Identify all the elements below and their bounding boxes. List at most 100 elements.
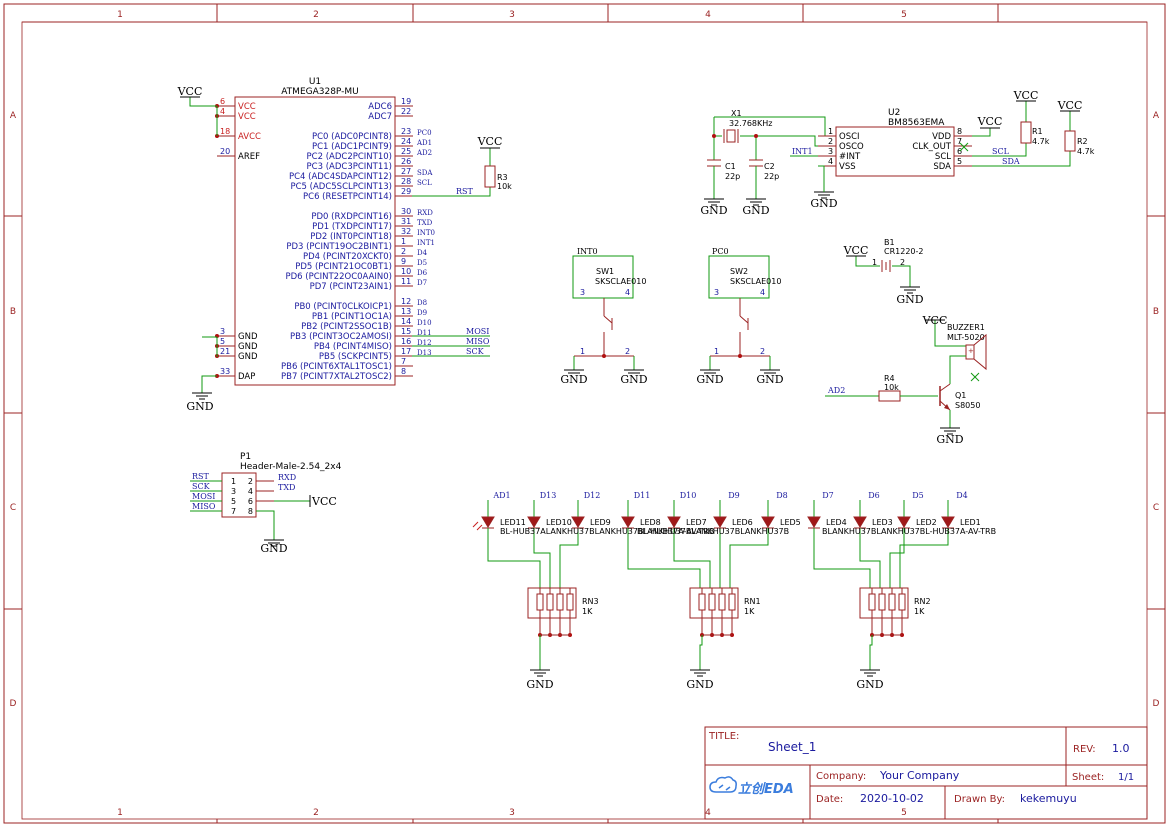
led-net-label: D4 [956, 491, 968, 500]
q1-transistor[interactable]: Q1 S8050 GND [936, 383, 980, 446]
u1-net-label: D7 [417, 279, 427, 287]
frame-row-label-right: A [1153, 111, 1160, 121]
led-diode [897, 516, 911, 528]
u1-right-pin-name: PD1 (TXDPCINT17) [312, 222, 392, 232]
r2-resistor[interactable]: R2 4.7k [1064, 130, 1095, 156]
net-label-rst: RST [456, 187, 474, 196]
rn-ref: RN2 [914, 597, 931, 606]
u2-right-pin-name: SDA [933, 162, 951, 172]
u1-right-pin-name: PD4 (PCINT20XCKT0) [303, 252, 392, 262]
gnd-label-q1: GND [936, 433, 963, 446]
u1-right-pin-name: PB1 (PCINT1OC1A) [312, 312, 392, 322]
u1-right-pin-num: 2 [401, 247, 406, 256]
rev-label: REV: [1073, 744, 1096, 755]
u1-right-pin-name: PD6 (PCINT22OC0AAIN0) [285, 272, 392, 282]
p1-header[interactable]: P1 Header-Male-2.54_2x4 1RST3SCK5MOSI7MI… [190, 452, 342, 555]
u1-right-pin-num: 26 [401, 157, 411, 166]
sw2-switch[interactable]: PC0 SW2 SKSCLAE010 3 4 1 2 GND GND [696, 247, 783, 386]
rn-element [878, 593, 886, 611]
p1-left-net: MOSI [192, 492, 215, 501]
p1-left-pin-num: 1 [231, 477, 236, 486]
u1-left-pin-name: VCC [238, 112, 256, 122]
p1-right-net: RXD [278, 473, 296, 482]
led-diode [853, 516, 867, 528]
led-net-label: D7 [822, 491, 834, 500]
u1-left-pin-num: 5 [220, 337, 225, 346]
r4-resistor[interactable]: R4 10k AD2 [825, 374, 938, 402]
sw1-switch[interactable]: INT0 SW1 SKSCLAE010 3 4 1 2 GND GND [560, 247, 647, 386]
rn-ref: RN1 [744, 597, 761, 606]
u2-right-pin-num: 5 [957, 157, 962, 166]
gnd-label-sw2b: GND [756, 373, 783, 386]
u2-ref: U2 [888, 108, 900, 118]
gnd-label-u2: GND [810, 197, 837, 210]
frame-row-label-right: C [1153, 503, 1159, 513]
u1-net-label: D12 [417, 339, 432, 347]
u1-right-pin-name: PD0 (RXDPCINT16) [311, 212, 392, 222]
led-route-wire [487, 536, 541, 588]
u1-microcontroller[interactable]: U1 ATMEGA328P-MU 6VCC4VCC18AVCC20AREF3GN… [215, 77, 435, 386]
r3-resistor[interactable]: VCC R3 10k RST [412, 135, 512, 197]
buzzer-ref: BUZZER1 [947, 323, 985, 332]
gnd-symbol-u1: GND [186, 392, 214, 413]
buzzer1[interactable]: BUZZER1 MLT-5020 VCC + [922, 314, 987, 384]
u1-left-pin-name: VCC [238, 102, 256, 112]
u2-right-pin-name: VDD [932, 132, 951, 142]
frame-col-label-bottom: 4 [705, 808, 711, 818]
i2c-pullups: VCC VCC VCC SCL SDA [959, 89, 1082, 167]
sw1-pin1: 1 [580, 347, 585, 356]
logo-text: 立创EDA [738, 781, 794, 797]
u1-right-pin-num: 28 [401, 177, 411, 186]
u1-left-pin-num: 4 [220, 107, 225, 116]
r4-ref: R4 [884, 374, 895, 383]
led-emit-arrow [476, 524, 483, 531]
u1-right-pin-num: 29 [401, 187, 411, 196]
x1-ref: X1 [731, 109, 742, 118]
gnd-label-b1: GND [896, 293, 923, 306]
q1-ref: Q1 [955, 391, 966, 400]
drawn-value: kekemuyu [1020, 792, 1077, 805]
u1-left-pin-num: 20 [220, 147, 230, 156]
gnd-label: GND [686, 678, 713, 691]
frame-col-label: 4 [705, 10, 711, 20]
u1-right-pin-num: 30 [401, 207, 411, 216]
c2-value: 22p [764, 172, 779, 181]
r1-resistor[interactable]: R1 4.7k [1020, 121, 1050, 146]
r1-ref: R1 [1032, 127, 1043, 136]
x1-crystal[interactable]: X1 32.768KHz [723, 109, 772, 143]
frame-col-label-bottom: 1 [117, 808, 123, 818]
led-diode [527, 516, 541, 528]
rn-value: 1K [744, 607, 755, 616]
u1-net-label: SCL [417, 179, 432, 187]
b1-battery[interactable]: B1 CR1220-2 VCC 1 2 GND [843, 238, 924, 306]
frame-row-label-right: B [1153, 307, 1159, 317]
u1-net-label: RXD [417, 209, 433, 217]
led-ref: LED5 [780, 518, 801, 527]
u1-net-label: D6 [417, 269, 428, 277]
rn-element [698, 593, 706, 611]
u1-right-pin-name: PC0 (ADC0PCINT8) [312, 132, 392, 142]
rn-element [888, 593, 896, 611]
led-route-wire [559, 540, 579, 588]
frame-row-label: B [10, 307, 16, 317]
rn-element [718, 593, 726, 611]
led-net-label: D8 [776, 491, 788, 500]
buzzer-plus: + [968, 347, 974, 355]
gnd-label-u1: GND [186, 400, 213, 413]
u1-right-pin-num: 25 [401, 147, 411, 156]
rn-gnd-wire [699, 635, 703, 670]
c1-capacitor[interactable]: C1 22p [707, 159, 740, 199]
led-ref: LED4 [826, 518, 847, 527]
r2-value: 4.7k [1077, 147, 1095, 156]
led-route-wire [673, 538, 711, 588]
c2-capacitor[interactable]: C2 22p [749, 159, 779, 199]
u2-value: BM8563EMA [888, 118, 945, 128]
b1-pin1: 1 [872, 258, 877, 267]
led-net-label: AD1 [492, 491, 510, 500]
led-ref: LED6 [732, 518, 753, 527]
sw2-pin2: 2 [760, 347, 765, 356]
